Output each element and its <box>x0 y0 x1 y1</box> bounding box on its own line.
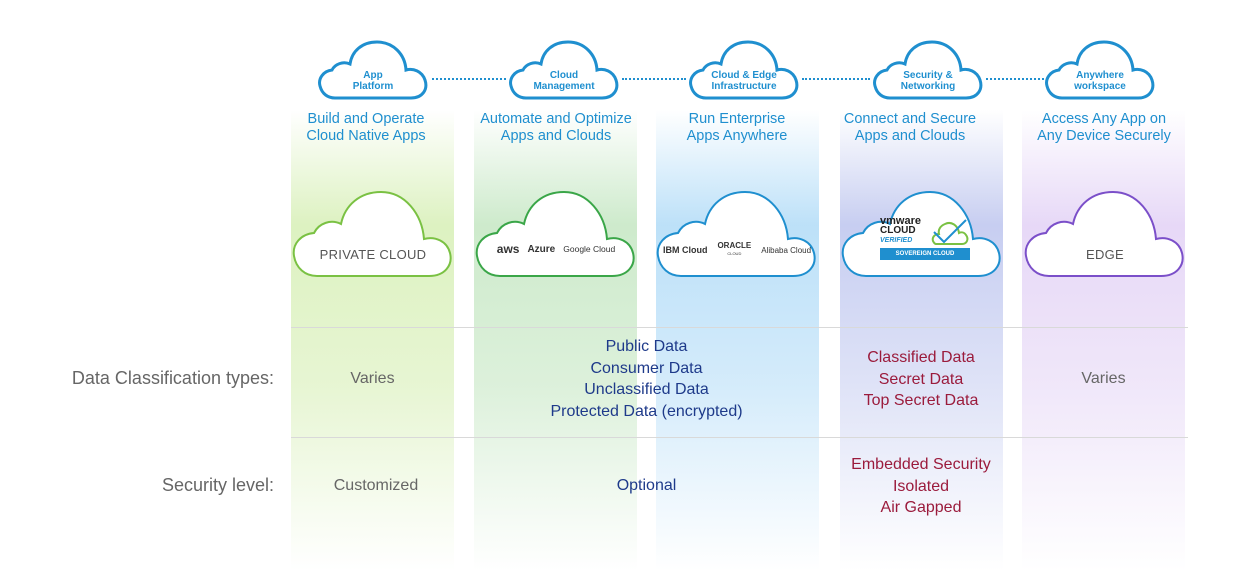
pillar-cloud-security-networking: Security &Networking <box>870 34 986 102</box>
data-class-app-platform: Varies <box>350 370 395 387</box>
column-cloud-edge-infrastructure <box>656 110 819 571</box>
oracle-cloud-sub: CLOUD <box>727 251 742 256</box>
pillar-label-line2: Networking <box>900 81 956 92</box>
column-anywhere-workspace <box>1022 110 1185 571</box>
pillar-label-line2: workspace <box>1074 81 1126 92</box>
pillar-label-line2: Infrastructure <box>711 81 777 92</box>
cloud-icon <box>1045 40 1155 100</box>
oracle-logo: ORACLE <box>717 241 752 250</box>
column-cloud-management <box>474 110 637 571</box>
aws-logo: aws <box>496 242 520 256</box>
connector-dotted <box>986 78 1044 80</box>
cloud-icon <box>1024 190 1184 277</box>
connector-dotted <box>622 78 686 80</box>
pillar-label-line2: Platform <box>352 81 394 92</box>
cloud-type-label: PRIVATE CLOUD <box>319 247 427 262</box>
cloud-type-public-hyperscalers: aws Azure Google Cloud <box>472 186 640 280</box>
cloud-icon <box>873 40 983 100</box>
pillar-label-line2: Management <box>533 81 595 92</box>
pillar-label-line1: Cloud & Edge <box>711 70 777 81</box>
row-divider <box>291 327 1188 328</box>
data-class-edge: Varies <box>1081 370 1126 387</box>
data-class-sovereign: Classified Data Secret Data Top Secret D… <box>863 349 979 409</box>
security-level-public-partner: Optional <box>616 477 677 494</box>
google-cloud-logo: Google Cloud <box>563 244 616 254</box>
connector-dotted <box>802 78 870 80</box>
cloud-type-sovereign: vmware CLOUD VERIFIED SOVEREIGN CLOUD <box>838 186 1006 280</box>
cloud-icon <box>656 190 816 277</box>
pillar-label-line1: Anywhere <box>1076 70 1124 81</box>
row-divider <box>291 437 1188 438</box>
column-app-platform <box>291 110 454 571</box>
ibm-cloud-logo: IBM Cloud <box>662 245 708 255</box>
connector-dotted <box>432 78 506 80</box>
cloud-type-private: PRIVATE CLOUD <box>289 186 457 280</box>
cloud-icon <box>475 190 635 277</box>
pillar-label-line1: Security & <box>903 70 953 81</box>
cloud-type-partner-clouds: IBM Cloud ORACLE CLOUD Alibaba Cloud <box>653 186 821 280</box>
cloud-icon <box>509 40 619 100</box>
cloud-icon <box>318 40 428 100</box>
pillar-label-line1: Cloud <box>549 70 579 81</box>
vmware-cloud-verified-badge: vmware CLOUD VERIFIED SOVEREIGN CLOUD <box>880 216 970 260</box>
column-security-networking <box>840 110 1003 571</box>
azure-logo: Azure <box>527 243 556 255</box>
cloud-type-edge: EDGE <box>1021 186 1189 280</box>
data-class-public-partner: Public Data Consumer Data Unclassified D… <box>550 338 743 420</box>
row-label-data-classification: Data Classification types: <box>71 368 274 388</box>
pillar-label-line1: App <box>363 70 383 81</box>
security-level-app-platform: Customized <box>333 477 419 494</box>
check-cloud-icon <box>931 219 969 245</box>
cloud-icon <box>292 190 452 277</box>
security-level-sovereign: Embedded Security Isolated Air Gapped <box>851 456 991 516</box>
row-label-security-level: Security level: <box>161 475 274 495</box>
cloud-type-label: EDGE <box>1085 247 1125 262</box>
cloud-icon <box>689 40 799 100</box>
alibaba-cloud-logo: Alibaba Cloud <box>761 245 812 255</box>
